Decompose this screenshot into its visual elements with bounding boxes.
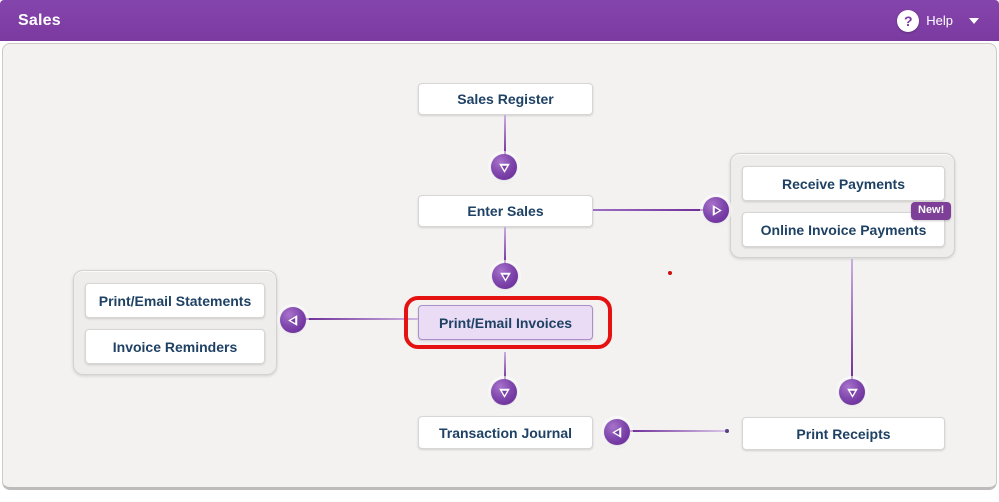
help-label: Help [926,13,953,28]
annotation-red-dot [668,271,672,275]
arrow-left-icon [280,307,306,333]
arrow-down-icon [491,379,517,405]
transaction-journal-button[interactable]: Transaction Journal [418,416,593,449]
help-button[interactable]: ? Help [897,9,979,32]
print-receipts-button[interactable]: Print Receipts [742,417,945,450]
arrow-down-icon [839,379,865,405]
arrow-down-icon [491,154,517,180]
new-badge: New! [911,202,952,220]
chevron-down-icon [969,17,979,24]
arrow-right-icon [703,197,729,223]
sales-register-button[interactable]: Sales Register [418,83,593,115]
page-title: Sales [18,11,61,29]
header-bar: Sales ? Help [0,0,999,41]
connector-invoices-down [504,352,506,381]
print-email-invoices-button[interactable]: Print/Email Invoices [418,305,593,340]
connector-journal-left [630,430,728,432]
connector-invoices-left [306,318,418,320]
invoice-reminders-button[interactable]: Invoice Reminders [85,329,265,364]
arrow-left-icon [604,419,630,445]
connector-end-dot [725,429,729,433]
connector-payments-down [851,259,853,381]
help-icon: ? [897,9,920,32]
connector-enter-sales-right [593,209,703,211]
arrow-down-icon [492,263,518,289]
connector-sales-register-down [504,115,506,156]
receive-payments-button[interactable]: Receive Payments [742,166,945,201]
enter-sales-button[interactable]: Enter Sales [418,195,593,227]
print-email-statements-button[interactable]: Print/Email Statements [85,283,265,318]
connector-enter-sales-down [504,227,506,265]
